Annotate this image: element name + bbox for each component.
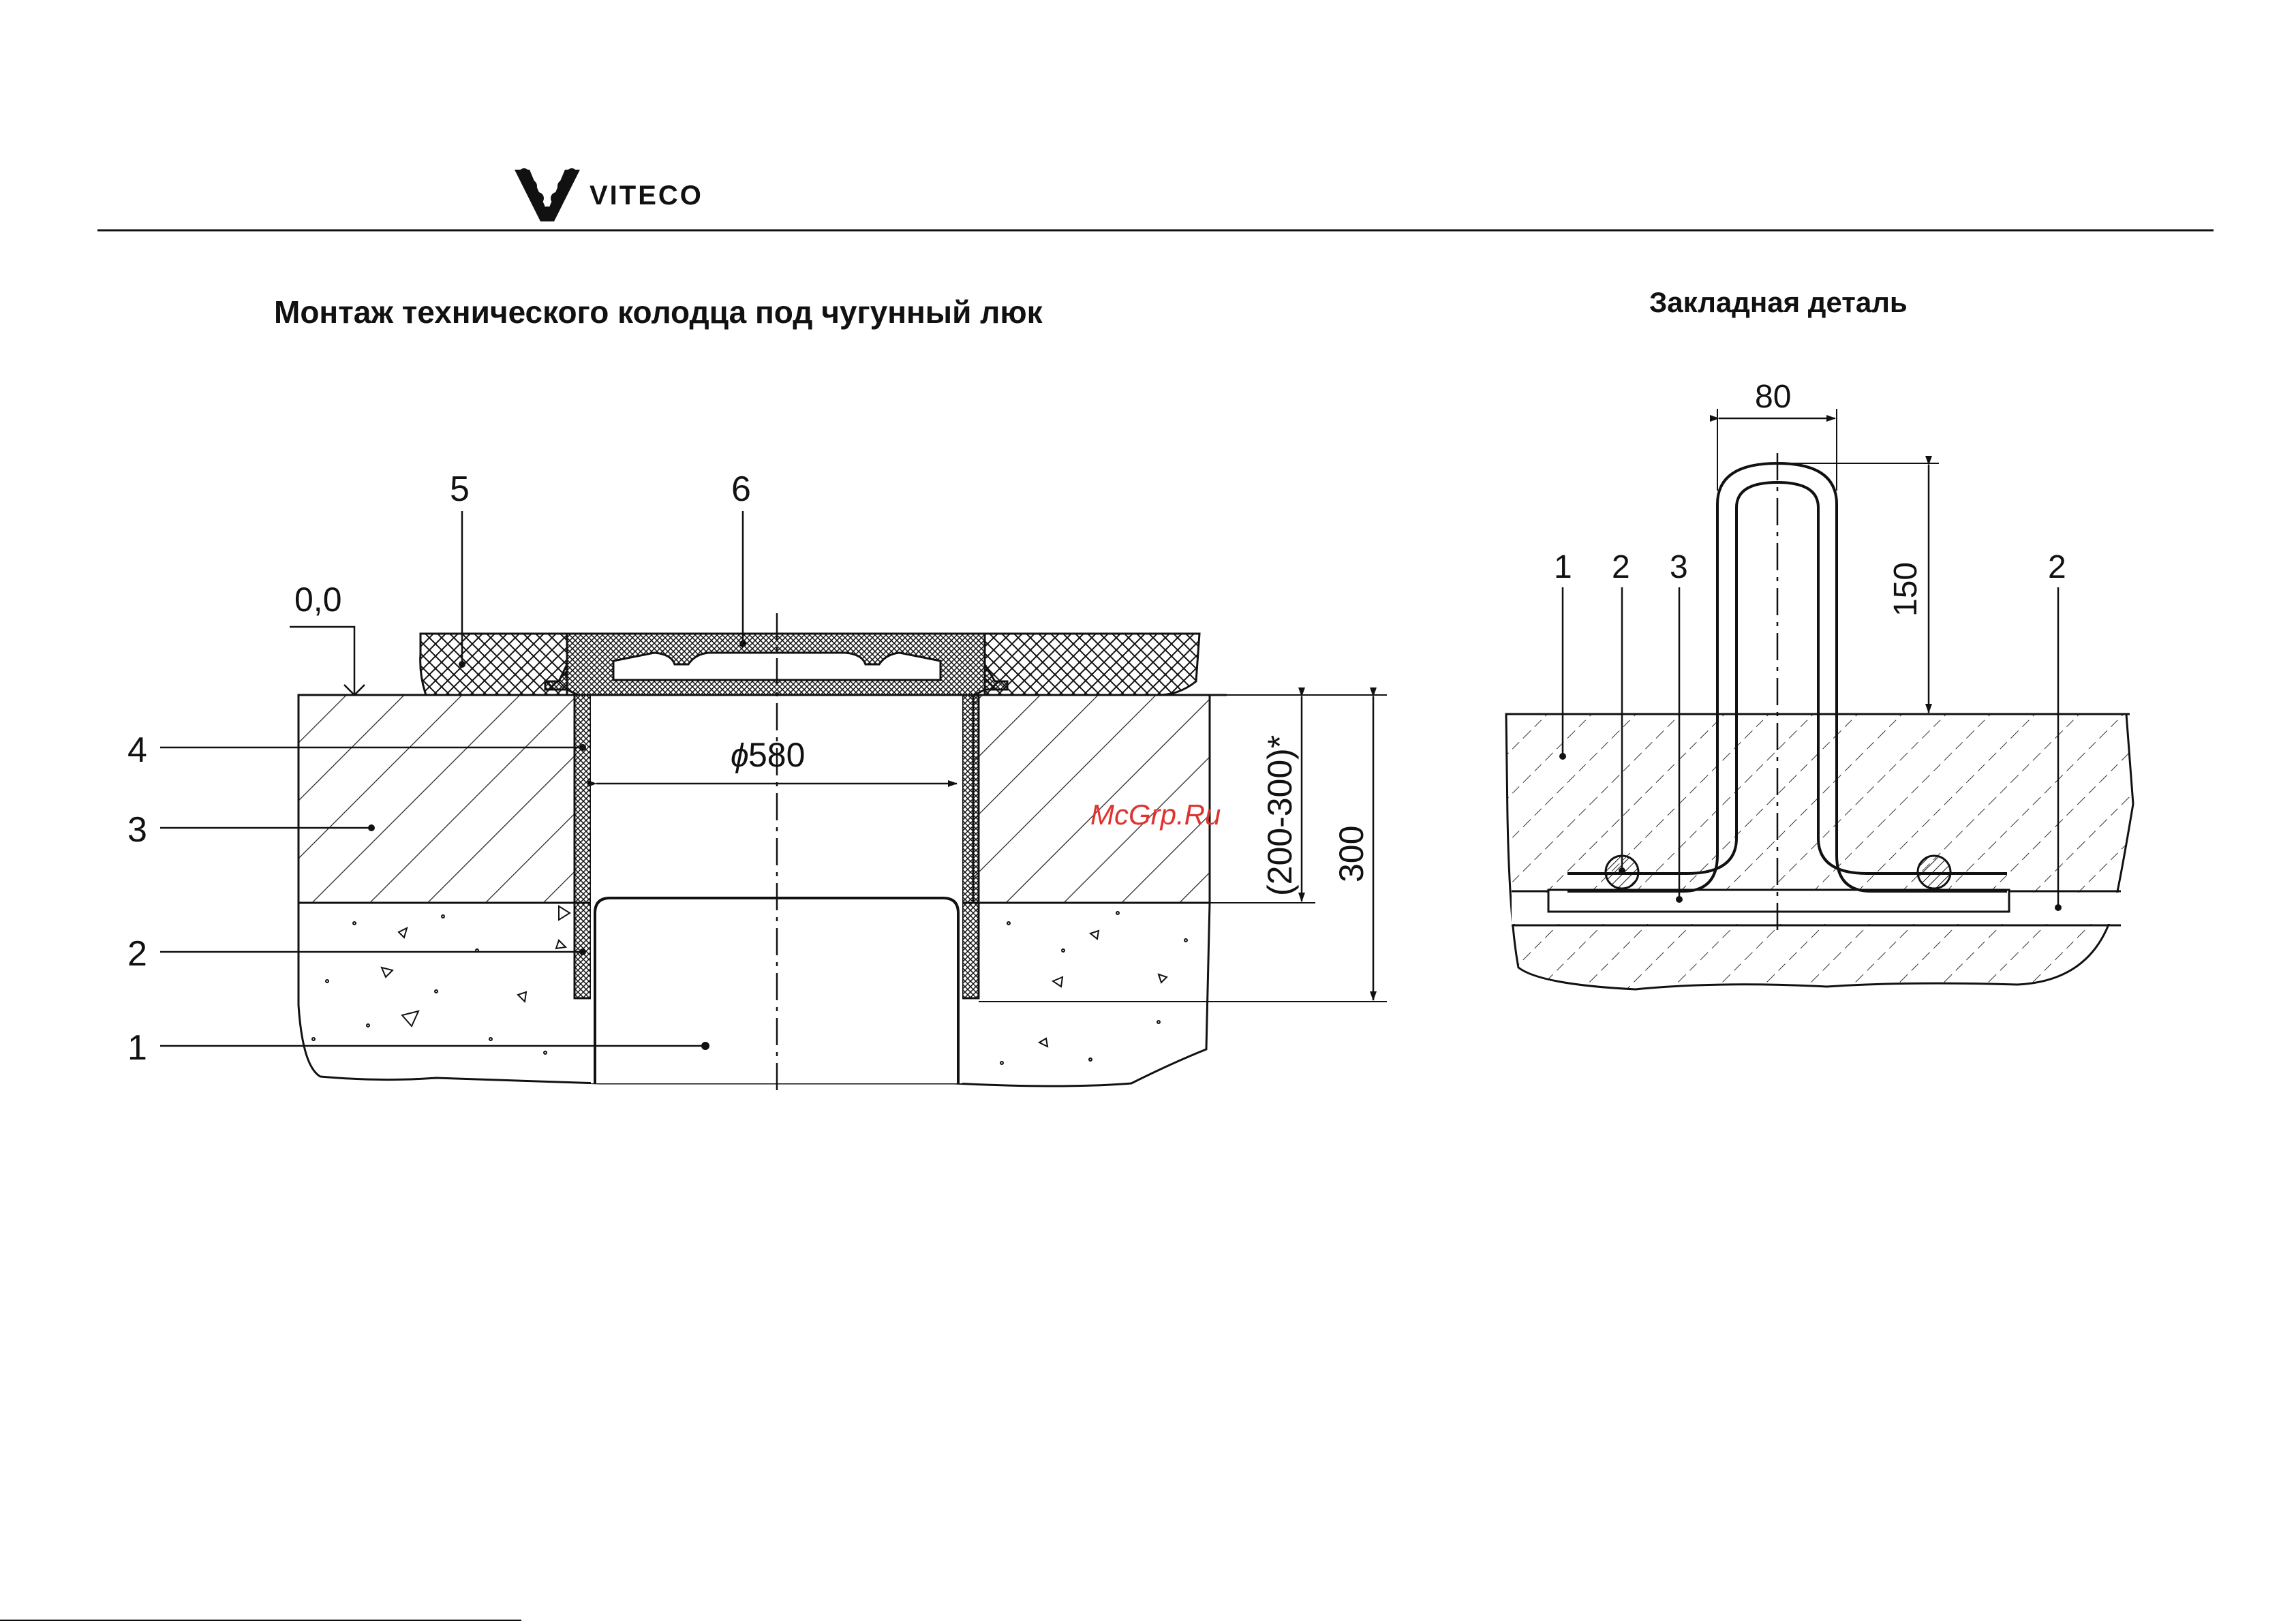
riser-wall-right	[962, 695, 979, 998]
detail-rebar-strip	[1512, 891, 1513, 925]
concrete-layer-left	[299, 695, 575, 903]
callout-4-label: 4	[127, 730, 147, 770]
callout-3-label: 3	[127, 810, 147, 850]
detail-drawing-title: Закладная деталь	[1649, 286, 1908, 318]
asphalt-layer-right	[985, 634, 1199, 695]
callout-5-label: 5	[450, 469, 470, 509]
callout-2: 2	[127, 934, 586, 974]
callout-6-label: 6	[731, 469, 751, 509]
callout-2-label: 2	[127, 934, 147, 974]
detail-dim-height-label: 150	[1888, 562, 1924, 617]
viteco-v-logo-icon	[515, 168, 580, 221]
brand-name: VITECO	[590, 181, 703, 211]
level-mark-label: 0,0	[294, 581, 342, 619]
level-mark: 0,0	[290, 581, 382, 695]
detail-callout-2-right-label: 2	[2048, 549, 2066, 585]
detail-dim-width-label: 80	[1755, 379, 1791, 415]
detail-callout-2-left-label: 2	[1612, 549, 1630, 585]
main-drawing: ϕ 580 0,0 (200-300)* 300 5 6 4	[127, 469, 1387, 1090]
callout-6: 6	[731, 469, 751, 647]
header: VITECO	[97, 168, 2214, 230]
rebar-section-right	[1918, 856, 1950, 888]
detail-callout-3-label: 3	[1670, 549, 1688, 585]
detail-callout-1-label: 1	[1554, 549, 1572, 585]
dim-height-label: 300	[1332, 826, 1371, 882]
detail-drawing: 80 150 1 2 3 2	[1506, 379, 2133, 989]
callout-1-label: 1	[127, 1028, 147, 1068]
diameter-label: 580	[748, 736, 805, 774]
diameter-symbol: ϕ	[731, 738, 749, 774]
main-drawing-title: Монтаж технического колодца под чугунный…	[274, 294, 1043, 330]
dim-range-label: (200-300)*	[1261, 735, 1299, 896]
embedded-plate	[1548, 890, 2009, 912]
watermark: McGrp.Ru	[1090, 799, 1221, 831]
